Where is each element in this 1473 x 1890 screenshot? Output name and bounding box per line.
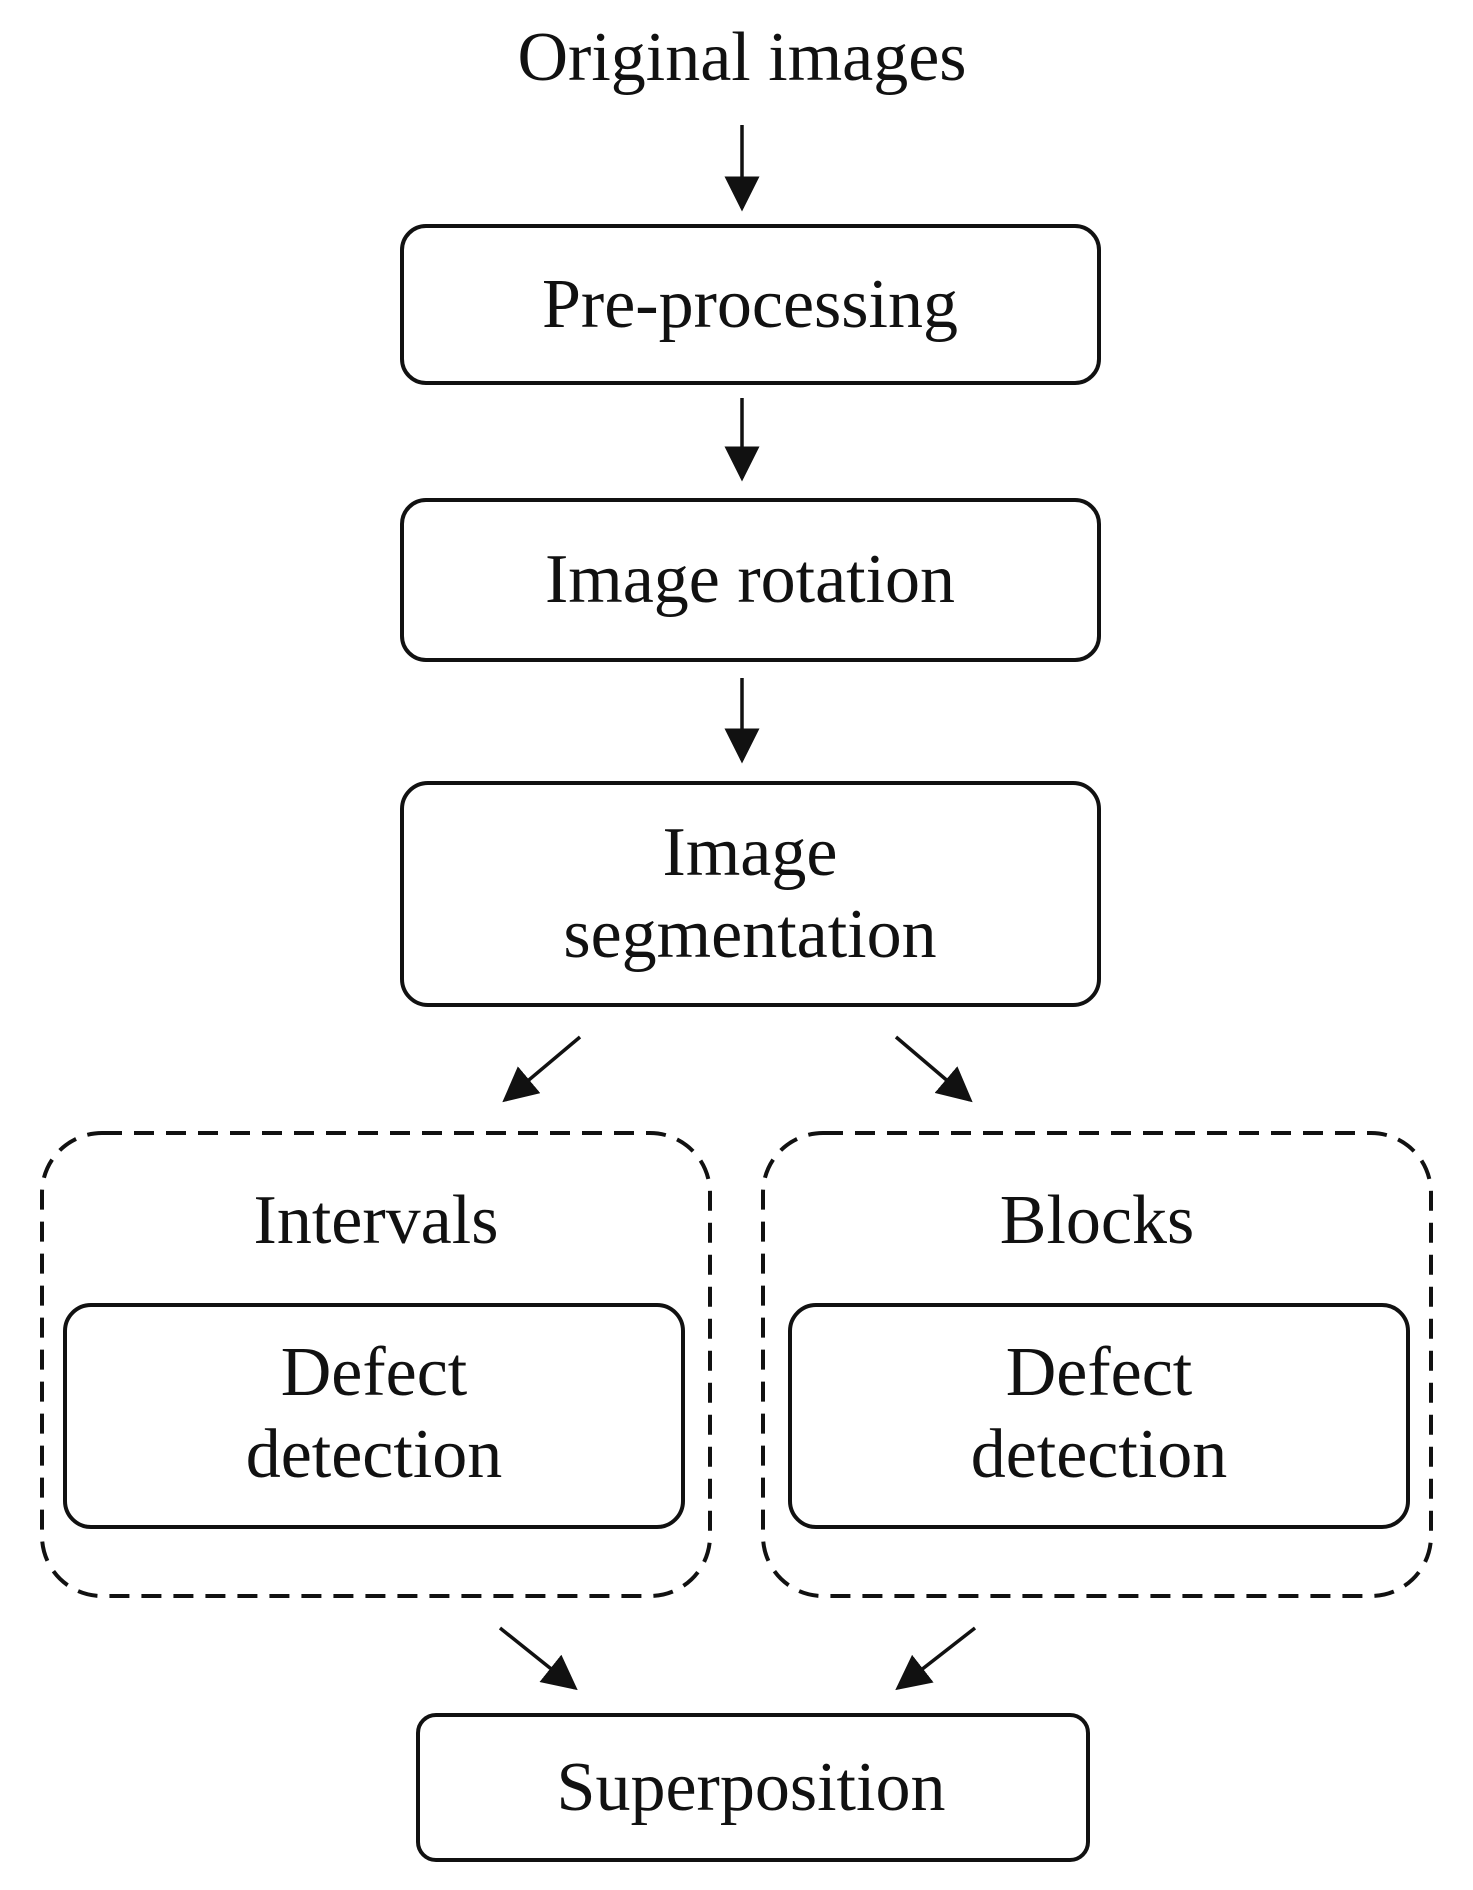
superposition-label: Superposition (557, 1749, 946, 1826)
arrow-segmentation-to-intervals (502, 1035, 582, 1103)
intervals-defect-label-line2: detection (246, 1416, 503, 1493)
arrow-blocks-to-superposition (895, 1626, 977, 1691)
rotation-step: Image rotation (400, 498, 1101, 662)
segmentation-label-line2: segmentation (563, 896, 936, 973)
arrow-segmentation-to-blocks (894, 1035, 973, 1103)
intervals-dashed-container (40, 1131, 712, 1598)
intervals-defect-label-line1: Defect (281, 1334, 468, 1411)
blocks-defect-detection-box (788, 1303, 1410, 1529)
preprocessing-box (400, 224, 1101, 385)
rotation-label: Image rotation (545, 541, 955, 618)
intervals-branch: Intervals Defect detection (40, 1131, 712, 1598)
blocks-defect-label-line1: Defect (1006, 1334, 1193, 1411)
preprocessing-step: Pre-processing (400, 224, 1101, 385)
superposition-box (416, 1713, 1090, 1862)
rotation-box (400, 498, 1101, 662)
segmentation-label-line1: Image (663, 814, 838, 891)
blocks-dashed-container (761, 1131, 1433, 1598)
intervals-defect-detection-box (63, 1303, 685, 1529)
arrow-intervals-to-superposition (498, 1626, 578, 1691)
superposition-step: Superposition (416, 1713, 1090, 1862)
blocks-branch: Blocks Defect detection (761, 1131, 1433, 1598)
intervals-label: Intervals (254, 1182, 499, 1259)
blocks-label: Blocks (1000, 1182, 1194, 1259)
title-original-images: Original images (517, 19, 966, 96)
segmentation-step: Image segmentation (400, 781, 1101, 1007)
preprocessing-label: Pre-processing (542, 266, 958, 343)
blocks-defect-label-line2: detection (971, 1416, 1228, 1493)
segmentation-box (400, 781, 1101, 1007)
